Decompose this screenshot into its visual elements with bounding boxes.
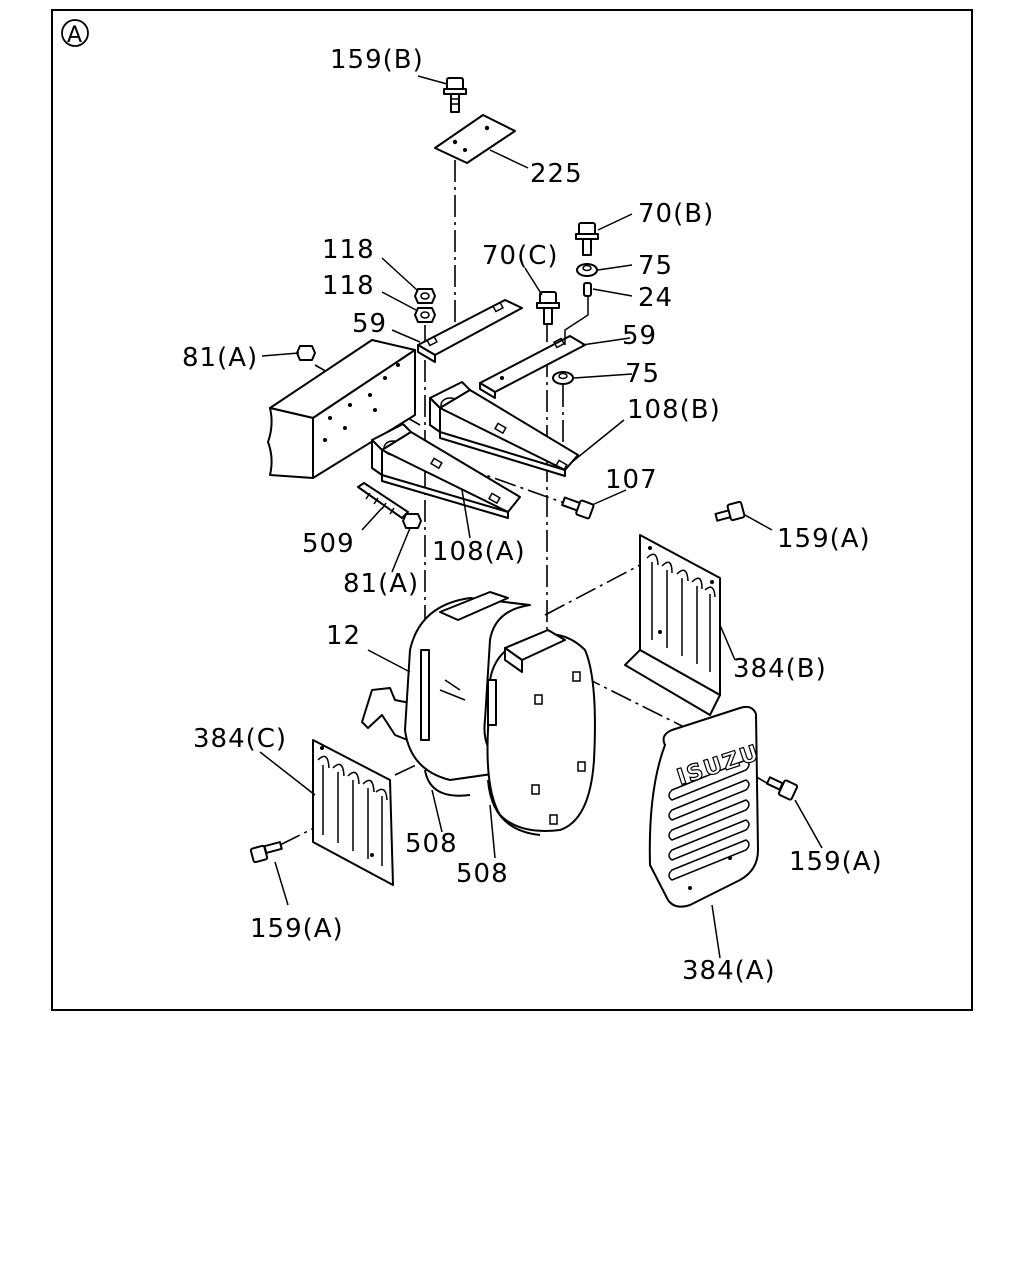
label-81a-lower: 81(A) xyxy=(343,569,419,599)
label-159a-right-top: 159(A) xyxy=(777,524,871,554)
nut-118-lower xyxy=(414,307,436,323)
bracket-59-left xyxy=(417,299,523,363)
bolt-159b xyxy=(443,77,467,113)
heat-shield-384c xyxy=(312,739,394,886)
label-384a: 384(A) xyxy=(682,956,776,986)
heat-shield-384a: ISUZU xyxy=(648,705,764,908)
plate-225 xyxy=(434,114,516,164)
bolt-159a-right xyxy=(765,776,799,801)
bolt-107 xyxy=(561,496,595,520)
label-59-left: 59 xyxy=(352,309,387,339)
label-508-right: 508 xyxy=(456,859,509,889)
muffler-12 xyxy=(361,591,596,836)
label-384c: 384(C) xyxy=(193,724,287,754)
bolt-509 xyxy=(357,482,409,519)
bolt-70b xyxy=(575,222,599,256)
label-508-left: 508 xyxy=(405,829,458,859)
label-59-right: 59 xyxy=(622,321,657,351)
bolt-159a-top-right xyxy=(714,500,746,522)
label-70b: 70(B) xyxy=(638,199,714,229)
view-marker-letter: A xyxy=(67,23,83,48)
label-108b: 108(B) xyxy=(627,395,721,425)
label-159a-left: 159(A) xyxy=(250,914,344,944)
label-118-upper: 118 xyxy=(322,235,375,265)
label-24: 24 xyxy=(638,283,673,313)
bracket-108b xyxy=(429,381,579,477)
label-159b: 159(B) xyxy=(330,45,424,75)
label-107: 107 xyxy=(605,465,658,495)
label-384b: 384(B) xyxy=(733,654,827,684)
bracket-59-right xyxy=(479,335,586,399)
nut-118-upper xyxy=(414,288,436,304)
label-81a-upper: 81(A) xyxy=(182,343,258,373)
label-70c: 70(C) xyxy=(482,241,559,271)
nut-81a-upper xyxy=(296,345,316,361)
label-118-lower: 118 xyxy=(322,271,375,301)
label-225: 225 xyxy=(530,159,583,189)
heat-shield-384b xyxy=(624,534,721,716)
bolt-70c xyxy=(536,291,560,325)
label-509: 509 xyxy=(302,529,355,559)
bolt-159a-left xyxy=(249,841,283,864)
washer-75-upper xyxy=(576,263,598,277)
label-12: 12 xyxy=(326,621,361,651)
frame-rail xyxy=(267,339,416,479)
bracket-108a xyxy=(371,423,521,519)
part-labels: 159(B) 225 70(B) 70(C) 75 24 118 118 59 … xyxy=(182,45,883,986)
washer-75-lower xyxy=(552,371,574,385)
label-75-upper: 75 xyxy=(638,251,673,281)
leader-lines xyxy=(259,75,823,959)
label-75-lower: 75 xyxy=(625,359,660,389)
label-108a: 108(A) xyxy=(432,537,526,567)
view-marker: A xyxy=(61,19,89,48)
diagram-frame xyxy=(51,9,973,1011)
pin-24 xyxy=(564,282,592,345)
label-159a-right: 159(A) xyxy=(789,847,883,877)
nut-81a-lower xyxy=(402,513,422,529)
